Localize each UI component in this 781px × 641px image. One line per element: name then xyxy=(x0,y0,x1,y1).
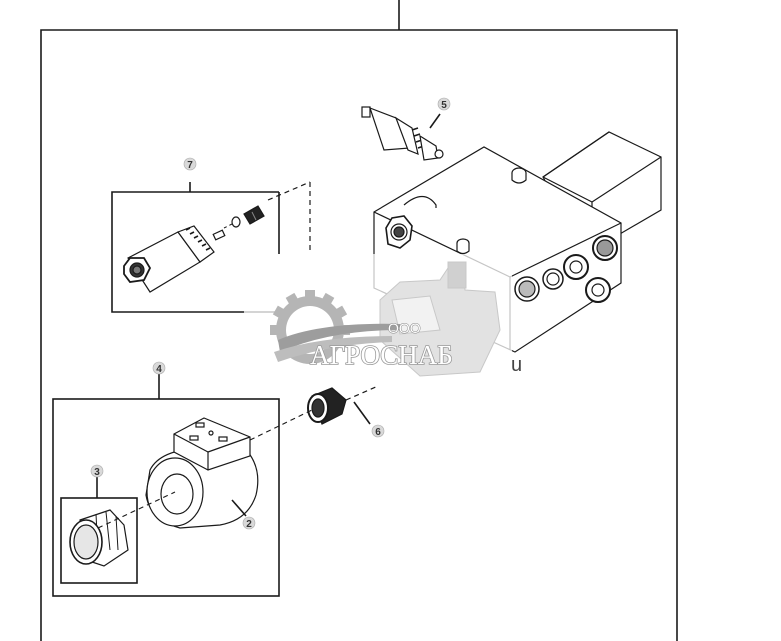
solenoid-coil-part xyxy=(145,417,259,529)
callout-3: 3 xyxy=(90,464,104,478)
callout-4: 4 xyxy=(152,361,166,375)
svg-text:4: 4 xyxy=(156,364,162,375)
callout-7: 7 xyxy=(183,157,197,171)
group-box-4 xyxy=(52,374,280,597)
valve-plug-part xyxy=(307,385,379,425)
leader-dash-7 xyxy=(267,181,311,254)
watermark-logo: ООО АГРОСНАБ xyxy=(244,254,512,382)
stray-text: u xyxy=(511,354,522,376)
watermark-name: АГРОСНАБ xyxy=(310,340,453,370)
pressure-sensor-part xyxy=(361,106,444,161)
assembly-dash-lines xyxy=(97,409,313,529)
group-box-3 xyxy=(60,477,138,584)
svg-text:6: 6 xyxy=(375,427,381,438)
callout-6: 6 xyxy=(371,424,385,438)
harvester-icon xyxy=(379,261,501,377)
group-box-7 xyxy=(111,182,280,313)
svg-text:2: 2 xyxy=(246,519,252,530)
svg-text:5: 5 xyxy=(441,100,447,111)
gear-icon xyxy=(270,290,400,364)
watermark-prefix: ООО xyxy=(388,320,421,336)
callout-5: 5 xyxy=(437,97,451,111)
svg-text:7: 7 xyxy=(187,160,193,171)
svg-text:3: 3 xyxy=(94,467,100,478)
coil-nut-part xyxy=(69,509,129,567)
callout-2: 2 xyxy=(242,516,256,530)
outer-frame xyxy=(40,0,678,641)
solenoid-cartridge-part xyxy=(123,205,265,293)
